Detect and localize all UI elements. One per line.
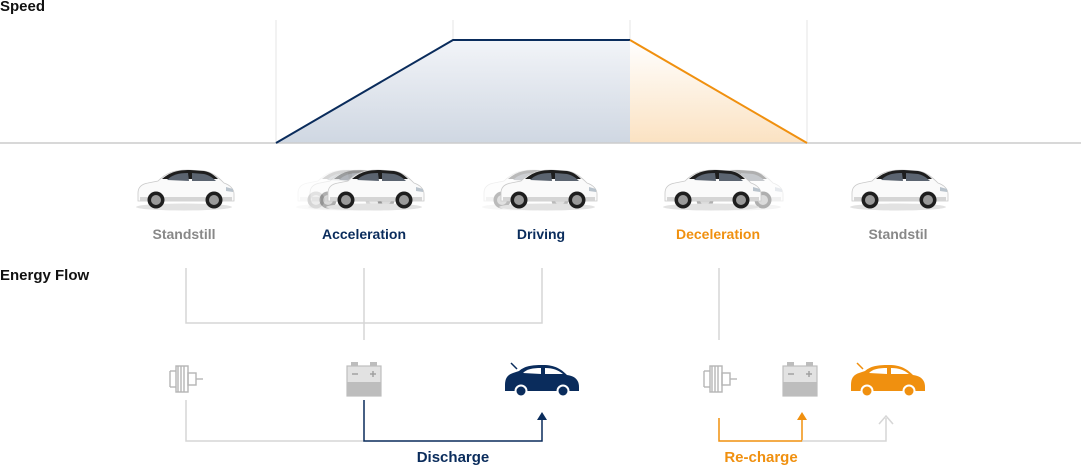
- upper-connectors: [185, 268, 720, 340]
- car-standstill-image: [136, 169, 235, 211]
- motor-icon: [703, 365, 737, 393]
- battery-icon: [346, 362, 382, 397]
- recharge-label: Re-charge: [724, 449, 798, 466]
- discharge-arrowhead: [537, 412, 547, 420]
- car-deceleration-image: [663, 169, 762, 211]
- speed-title: Speed: [0, 0, 46, 15]
- speed-curve-fall: [629, 39, 808, 144]
- battery-icon: [782, 362, 818, 397]
- car-standstil-image: [850, 169, 949, 211]
- discharge-lines: [185, 400, 543, 442]
- car-icon: [851, 362, 925, 398]
- energy-flow-title: Energy Flow: [0, 267, 90, 284]
- speed-curve-rise: [275, 39, 630, 144]
- phase-label-acceleration: Acceleration: [321, 226, 407, 242]
- car-driving-image: [499, 169, 598, 211]
- phase-label-deceleration: Deceleration: [675, 226, 761, 242]
- motor-icon: [169, 365, 203, 393]
- recharge-arrowhead: [797, 412, 807, 420]
- recharge-lines: [718, 418, 887, 442]
- icon-row: [169, 362, 925, 398]
- recharge-gray-arrowhead: [878, 414, 894, 425]
- car-acceleration-image: [326, 169, 425, 211]
- phase-label-driving: Driving: [516, 226, 566, 242]
- phase-label-standstill: Standstill: [152, 226, 216, 242]
- car-row: [136, 169, 949, 211]
- driving-area: [453, 40, 630, 143]
- phase-label-standstil: Standstil: [868, 226, 928, 242]
- discharge-label: Discharge: [416, 449, 490, 466]
- car-icon: [505, 362, 579, 398]
